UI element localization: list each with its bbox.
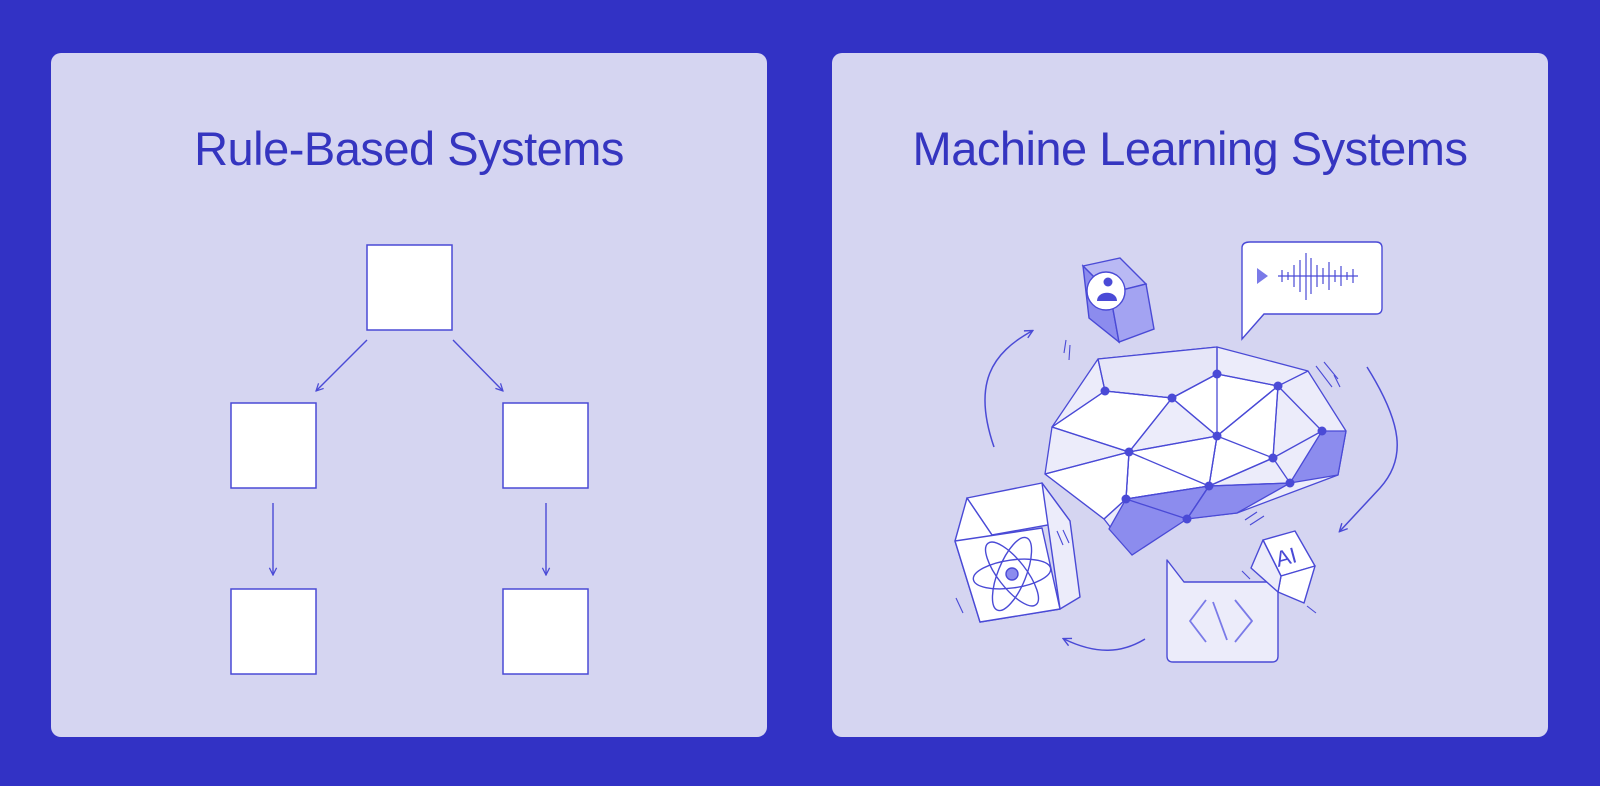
machine-learning-title: Machine Learning Systems: [912, 122, 1468, 175]
ai-cube-icon: AI: [1241, 530, 1317, 614]
tree-left-node: [230, 402, 317, 489]
decision-tree-diagram: [230, 244, 589, 675]
tree-arrow-root-left: [316, 339, 368, 391]
rule-based-title: Rule-Based Systems: [194, 122, 624, 175]
tree-arrow-root-right: [452, 339, 503, 391]
cycle-arrow-bottom: [1064, 639, 1146, 651]
tree-left-leaf-node: [230, 588, 317, 675]
rule-based-panel: Rule-Based Systems: [51, 53, 767, 737]
audio-message-icon: [1241, 241, 1383, 341]
atom-cube-icon: [954, 482, 1081, 623]
machine-learning-panel: Machine Learning Systems: [832, 53, 1548, 737]
neural-network-brain-icon: [1044, 339, 1347, 556]
tree-right-leaf-node: [502, 588, 589, 675]
tree-right-node: [502, 402, 589, 489]
tree-root-node: [366, 244, 453, 331]
ml-illustration: AI: [954, 241, 1398, 663]
cycle-arrow-right: [1340, 366, 1398, 531]
cycle-arrow-left: [984, 331, 1032, 448]
user-cube-icon: [1081, 257, 1155, 344]
